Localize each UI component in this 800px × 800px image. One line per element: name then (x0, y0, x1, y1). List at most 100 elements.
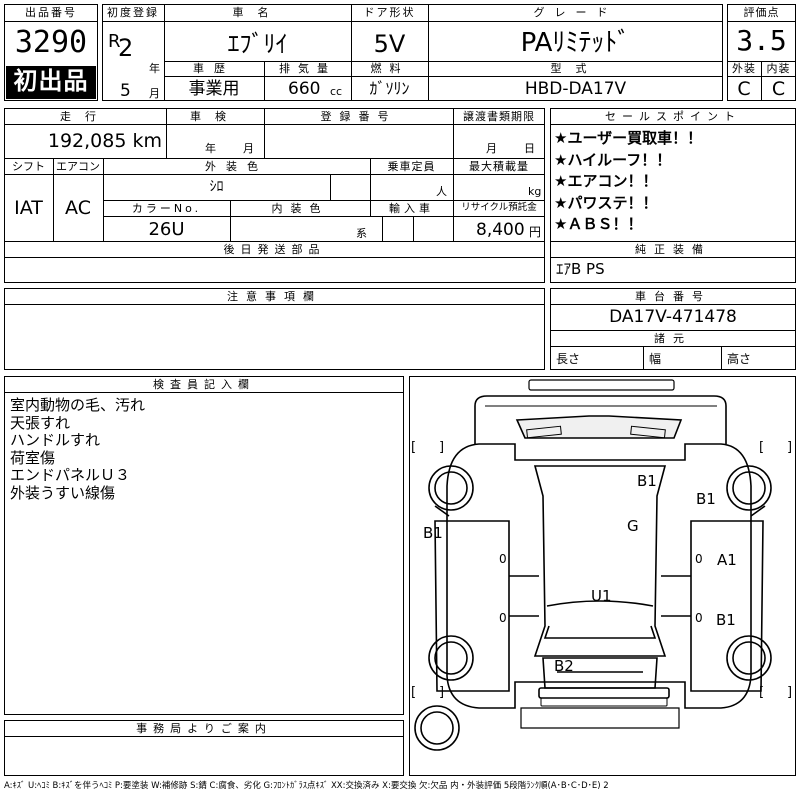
bracket: ] (439, 440, 444, 455)
zero-mark: 0 (499, 552, 507, 566)
notes-label: 注意事項欄 (227, 290, 322, 303)
header-table (102, 4, 723, 101)
first-listing-badge (6, 66, 96, 99)
chassis-number: DA17V-471478 (609, 307, 737, 327)
equipment-value: ｴｱB PS (556, 260, 605, 278)
damage-mark: B1 (637, 472, 657, 490)
reg-year-unit: 年 (149, 62, 160, 75)
transfer-day-unit: 日 (524, 142, 535, 155)
inspector-box (4, 376, 404, 715)
height-label: 高さ (727, 352, 752, 366)
model-label: 型式 (550, 62, 601, 75)
ext-grade: C (737, 78, 751, 100)
wheel-fl (428, 465, 474, 511)
inspection-year-unit: 年 (205, 142, 216, 155)
recycle-label: リサイクル預託金 (461, 202, 537, 213)
first-listing-text: 初出品 (13, 67, 89, 95)
rear-bumper (538, 687, 670, 699)
reg-label: 初度登録 (107, 6, 159, 19)
bracket: [ (411, 685, 416, 700)
score: 3.5 (736, 24, 787, 57)
fuel: ｶﾞｿﾘﾝ (369, 79, 410, 98)
diagram-box (409, 376, 796, 776)
inspector-line: エンドパネルＵ３ (10, 466, 131, 484)
door-label: ドア形状 (363, 6, 416, 19)
int-label: 内装 (766, 62, 791, 75)
inspector-line: 天張すれ (10, 413, 71, 432)
mileage: 192,085 km (47, 130, 162, 152)
int-grade: C (771, 78, 786, 100)
chassis-label: 車台番号 (635, 290, 711, 303)
damage-mark: A1 (717, 551, 737, 569)
model-code: HBD-DA17V (524, 79, 627, 99)
damage-mark: U1 (591, 587, 612, 605)
chassis-box (550, 288, 796, 370)
sales-point: ★ユーザー買取車！！ (554, 129, 703, 147)
displacement: 660 (288, 79, 321, 99)
inspector-line: 荷室傷 (10, 448, 56, 467)
details-table (4, 108, 545, 283)
displacement-unit: cc (330, 85, 343, 98)
top-outline (474, 395, 727, 444)
color-label: 外装色 (205, 160, 268, 173)
damage-mark: G (627, 517, 639, 535)
transfer-label: 譲渡書類期限 (463, 110, 535, 123)
inspection-month-unit: 月 (243, 142, 254, 155)
car-name: ｴﾌﾞﾘｲ (227, 30, 288, 58)
color-no: 26U (148, 219, 185, 240)
load-label: 最大積載量 (469, 160, 529, 173)
damage-mark: B1 (423, 524, 443, 542)
sales-point: ★エアコン！！ (554, 172, 658, 190)
ac: AC (65, 197, 91, 219)
roof-bar (528, 379, 675, 391)
later-parts-label: 後日発送部品 (223, 243, 326, 256)
inspection-label: 車検 (190, 110, 240, 123)
zero-mark: 0 (695, 611, 703, 625)
specs-label: 諸元 (654, 332, 692, 345)
load-unit: kg (528, 185, 542, 198)
int-color-label: 内装色 (271, 202, 329, 215)
lot-label: 出品番号 (25, 6, 77, 19)
import-label: 輸入車 (389, 202, 434, 215)
zero-mark: 0 (695, 552, 703, 566)
transfer-month-unit: 月 (486, 142, 497, 155)
bracket: [ (759, 440, 764, 455)
bracket: [ (411, 440, 416, 455)
inspector-notes: 室内動物の毛、汚れ 天張すれ ハンドルすれ 荷室傷 エンドパネルＵ３ 外装うすい… (10, 396, 400, 502)
shift-label: シフト (12, 160, 45, 173)
car-diagram: B1 B1 G B1 A1 U1 B1 B2 0 0 0 0 [ ] [ ] [… (411, 379, 792, 751)
capacity-label: 乗車定員 (387, 160, 436, 173)
inspector-line: 外装うすい線傷 (10, 483, 116, 502)
inspector-line: ハンドルすれ (10, 431, 101, 449)
windshield (515, 415, 683, 439)
color-no-label: カラーNo. (131, 202, 202, 215)
reg-month-unit: 月 (149, 87, 160, 100)
displacement-label: 排気量 (279, 62, 336, 75)
history: 事業用 (188, 79, 240, 99)
recycle-fee: 8,400 (476, 220, 525, 240)
damage-mark: B1 (716, 611, 736, 629)
recycle-unit: 円 (529, 225, 542, 239)
history-label: 車歴 (193, 62, 235, 75)
shift: IAT (14, 197, 43, 219)
sales-points-box (550, 108, 796, 283)
inspector-line: 室内動物の毛、汚れ (10, 396, 146, 414)
mileage-label: 走行 (60, 110, 110, 123)
width-label: 幅 (649, 352, 662, 366)
zero-mark: 0 (499, 611, 507, 625)
reg-year: 2 (118, 34, 134, 62)
bracket: [ (759, 685, 764, 700)
door-type: 5V (373, 30, 406, 58)
score-label: 評価点 (743, 6, 780, 19)
bracket: ] (787, 440, 792, 455)
wheel-fr (726, 465, 772, 511)
sales-point: ★ハイルーフ！！ (554, 150, 672, 169)
inspector-label: 検査員記入欄 (153, 378, 255, 391)
int-color-unit: 系 (356, 227, 367, 240)
cabin-outline (533, 465, 667, 657)
spare-tire (414, 705, 460, 751)
wheel-rl (428, 635, 474, 681)
body-color: ｼﾛ (209, 179, 224, 195)
fuel-label: 燃料 (370, 62, 409, 75)
notes-box (4, 288, 545, 370)
